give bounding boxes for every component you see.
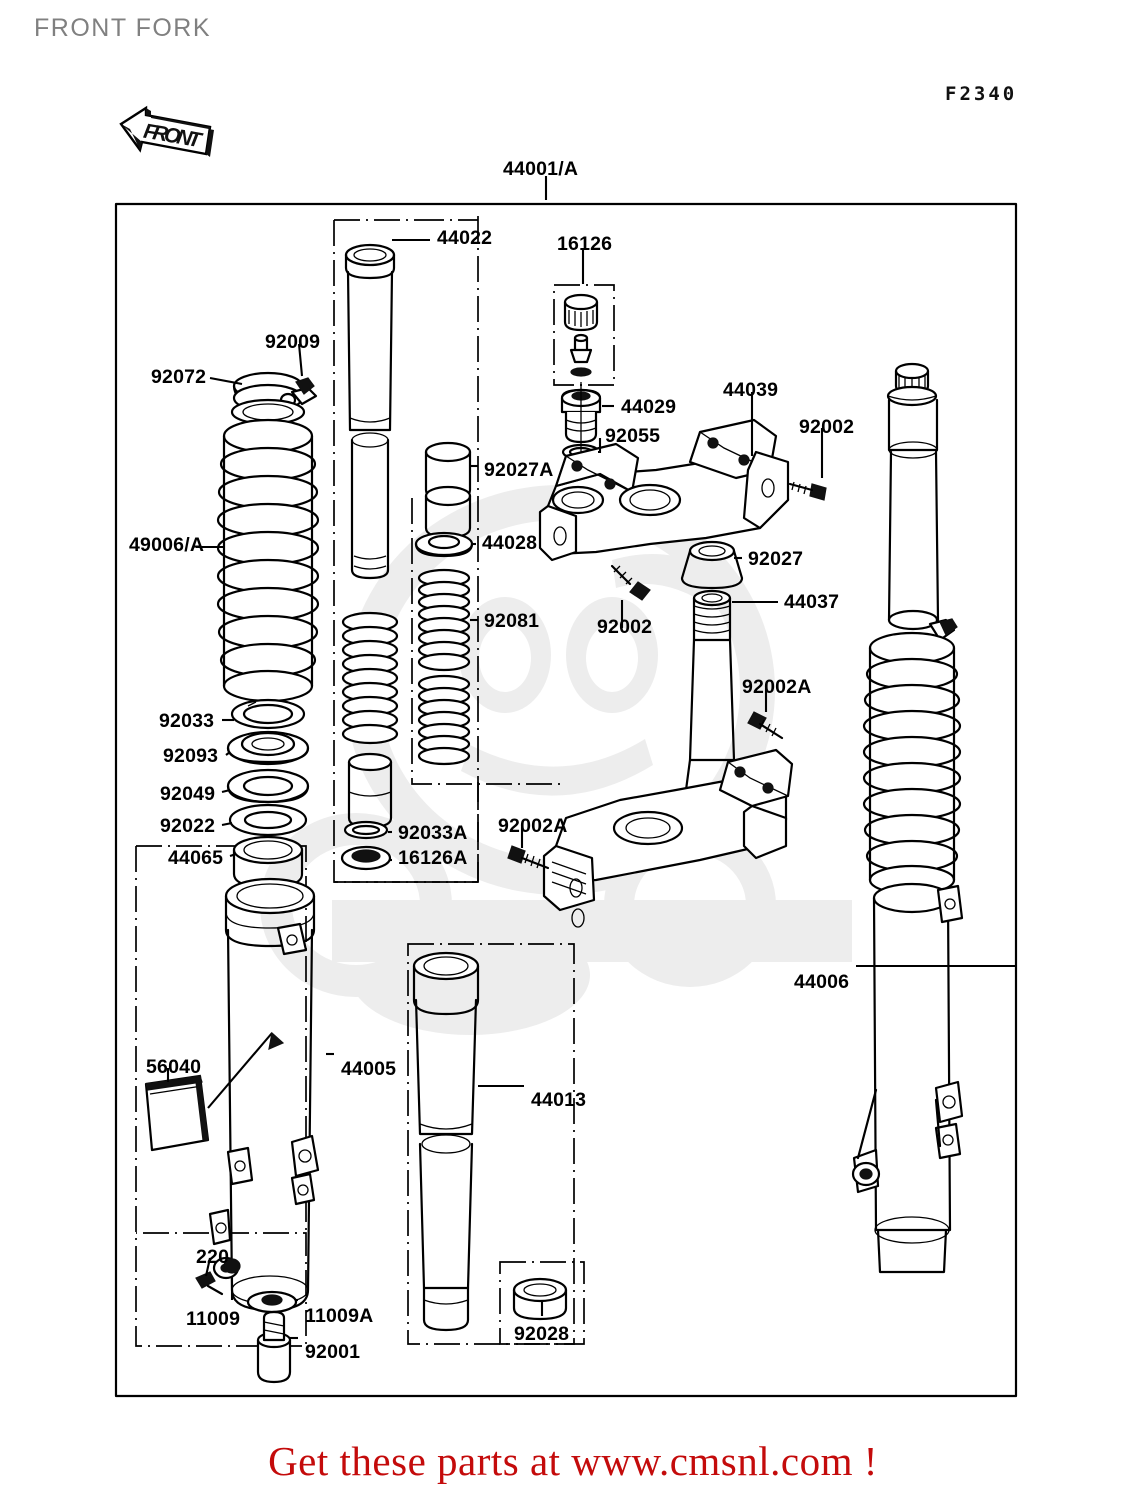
part-16126A-valve <box>340 845 392 871</box>
part-number-label-220: 220 <box>196 1246 230 1268</box>
part-92027A-collar <box>424 441 472 539</box>
part-number-label-92001: 92001 <box>305 1341 361 1363</box>
parts-diagram: .s{fill:none;stroke:#000;stroke-width:2.… <box>114 176 1018 1398</box>
part-number-label-92072: 92072 <box>151 366 207 388</box>
leader-lines <box>166 176 1016 1340</box>
page-title: FRONT FORK <box>34 14 212 42</box>
part-number-label-11009A: 11009A <box>305 1305 374 1327</box>
front-direction-badge: FRONT <box>118 98 223 178</box>
part-number-label-44029: 44029 <box>621 396 677 418</box>
part-220-screw <box>195 1271 224 1296</box>
figure-code: F2340 <box>945 83 1018 105</box>
part-92033A-snap-ring <box>343 820 389 840</box>
part-11009A-washer <box>246 1290 298 1314</box>
part-number-label-92033A: 92033A <box>398 822 468 844</box>
part-number-label-44037: 44037 <box>784 591 840 613</box>
part-number-label-56040: 56040 <box>146 1056 202 1078</box>
part-number-label-92002b: 92002 <box>799 416 855 438</box>
part-56040-label-plate <box>144 1074 210 1152</box>
part-44039-upper-triple-clamp <box>538 418 790 562</box>
part-number-label-92002a: 92002 <box>597 616 653 638</box>
part-number-label-92081: 92081 <box>484 610 540 632</box>
part-11009-gasket <box>223 1258 241 1274</box>
part-92001-drain-bolt <box>256 1310 292 1384</box>
part-number-label-92093: 92093 <box>163 745 219 767</box>
part-number-label-92002A: 92002A <box>742 676 812 698</box>
part-number-label-92033: 92033 <box>159 710 215 732</box>
part-92027-collar <box>680 540 744 590</box>
part-number-label-92027: 92027 <box>748 548 804 570</box>
part-44037-steering-stem <box>684 589 740 792</box>
part-number-label-44005: 44005 <box>341 1058 397 1080</box>
part-number-label-44022: 44022 <box>437 227 493 249</box>
part-92002-bolt-right <box>788 481 827 501</box>
part-92033-snap-ring <box>230 698 306 730</box>
part-number-label-44006: 44006 <box>794 971 850 993</box>
part-number-label-16126: 16126 <box>557 233 613 255</box>
part-lower-triple-clamp <box>542 748 794 928</box>
part-44006-fork-leg-assembly <box>851 362 964 1274</box>
part-number-label-92027A: 92027A <box>484 459 554 481</box>
part-number-label-11009: 11009 <box>186 1308 241 1330</box>
part-92002-bolt-left <box>610 564 651 601</box>
part-number-label-92055: 92055 <box>605 425 661 447</box>
group-box-44013 <box>407 943 575 1345</box>
footer-tagline: Get these parts at www.cmsnl.com ! <box>268 1438 878 1484</box>
part-number-label-16126A: 16126A <box>398 847 468 869</box>
part-92002A-bolt-upper <box>747 711 784 740</box>
part-44005-outer-tube <box>208 877 320 1312</box>
group-box-lower-left <box>135 846 307 1347</box>
part-92081-fork-spring-right <box>417 568 471 766</box>
part-number-label-92002Ab: 92002A <box>498 815 568 837</box>
group-box-92028 <box>499 1261 585 1345</box>
part-number-label-92009: 92009 <box>265 331 321 353</box>
part-number-label-44001A: 44001/A <box>503 158 579 180</box>
part-number-label-44013: 44013 <box>531 1089 587 1111</box>
part-92002A-bolt-lower <box>507 845 550 870</box>
part-number-label-92049: 92049 <box>160 783 216 805</box>
part-number-label-49006A: 49006/A <box>129 534 205 556</box>
part-92049-seal-guide <box>226 768 310 804</box>
part-44022-inner-tube <box>344 243 396 580</box>
part-92022-washer <box>228 803 308 837</box>
part-number-label-44039: 44039 <box>723 379 779 401</box>
part-number-label-44065: 44065 <box>168 847 224 869</box>
part-16126-valve-group <box>563 293 599 377</box>
part-92093-oil-seal <box>226 730 310 766</box>
part-number-label-44028: 44028 <box>482 532 538 554</box>
part-44013-damper-cylinder <box>412 951 480 1332</box>
part-92028-bushing-ring <box>512 1277 568 1321</box>
part-49006A-dust-boot <box>216 398 320 703</box>
part-number-label-92022: 92022 <box>160 815 216 837</box>
callout-arrow-56040 <box>207 1032 273 1109</box>
part-44028-spring-seat <box>414 531 474 558</box>
part-92081-fork-spring-left <box>341 611 399 745</box>
watermark-banner <box>332 900 852 962</box>
group-box-92081 <box>411 498 560 785</box>
watermark-mascot-eyes <box>479 624 638 692</box>
part-number-label-92028: 92028 <box>514 1323 570 1345</box>
